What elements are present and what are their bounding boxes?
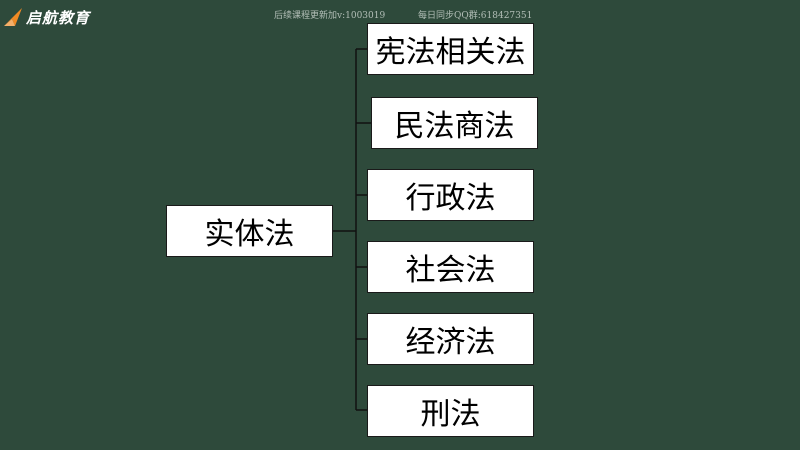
brand-name: 启航教育 (26, 8, 91, 27)
root-node: 实体法 (166, 205, 333, 257)
watermark-right: 每日同步QQ群:618427351 (418, 11, 533, 21)
child-node-administrative: 行政法 (367, 169, 534, 221)
watermark-left: 后续课程更新加v:1003019 (274, 11, 386, 21)
brand-logo: 启航教育 (0, 4, 90, 30)
child-node-social: 社会法 (367, 241, 534, 293)
child-node-economic: 经济法 (367, 313, 534, 365)
child-node-constitution: 宪法相关法 (367, 23, 534, 75)
child-node-civil-commercial: 民法商法 (371, 97, 538, 149)
child-node-criminal: 刑法 (367, 385, 534, 437)
rocket-icon (4, 8, 22, 26)
